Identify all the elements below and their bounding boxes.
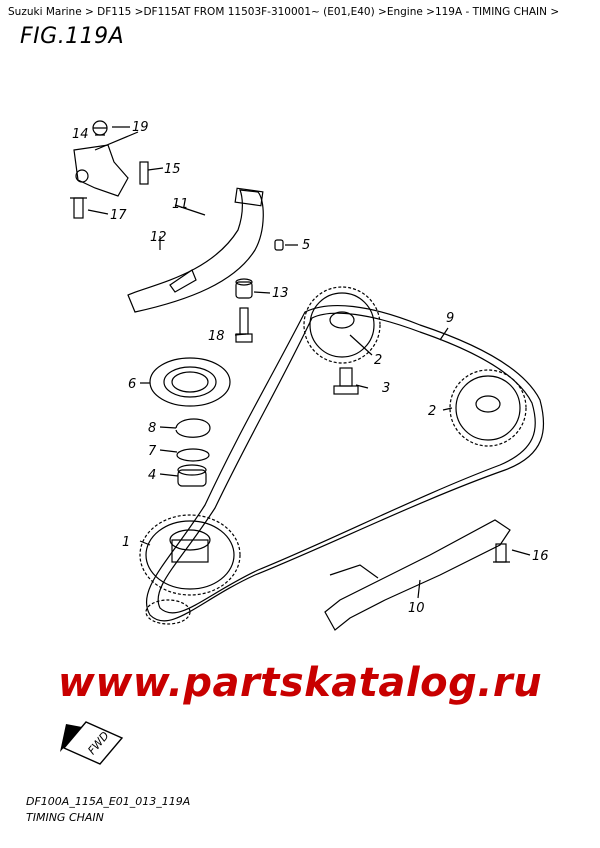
callout-17: 17 — [110, 208, 127, 223]
callout-2a: 2 — [374, 353, 382, 368]
callout-12: 12 — [150, 230, 167, 245]
callout-9: 9 — [446, 311, 454, 326]
callout-19: 19 — [132, 120, 149, 135]
callout-15: 15 — [164, 162, 181, 177]
footer-code: DF100A_115A_E01_013_119A — [26, 795, 191, 808]
breadcrumb[interactable]: Suzuki Marine > DF115 >DF115AT FROM 1150… — [8, 6, 560, 18]
bearing — [149, 357, 231, 407]
cam-sprocket-lower — [449, 369, 527, 447]
callout-10: 10 — [408, 601, 425, 616]
callout-7: 7 — [148, 444, 157, 459]
crankshaft-gear — [139, 514, 241, 625]
callout-2b: 2 — [428, 404, 436, 419]
callout-14: 14 — [72, 127, 89, 142]
footer-name: TIMING CHAIN — [26, 811, 104, 824]
callout-3: 3 — [382, 381, 390, 396]
callout-6: 6 — [128, 377, 136, 392]
chain-guide — [324, 519, 511, 631]
fwd-arrow: FWD — [60, 721, 124, 765]
timing-chain — [145, 304, 545, 622]
callout-11: 11 — [172, 197, 189, 212]
callout-4: 4 — [148, 468, 156, 483]
callout-13: 13 — [272, 286, 289, 301]
callout-1: 1 — [122, 535, 130, 550]
callout-16: 16 — [532, 549, 549, 564]
callout-8: 8 — [148, 421, 156, 436]
tensioner-guide — [127, 189, 264, 313]
callout-18: 18 — [208, 329, 225, 344]
figure-title: FIG.119A — [20, 24, 125, 49]
watermark: www.partskatalog.ru — [57, 660, 543, 706]
cam-sprocket-upper — [303, 286, 381, 364]
callout-5: 5 — [302, 238, 310, 253]
